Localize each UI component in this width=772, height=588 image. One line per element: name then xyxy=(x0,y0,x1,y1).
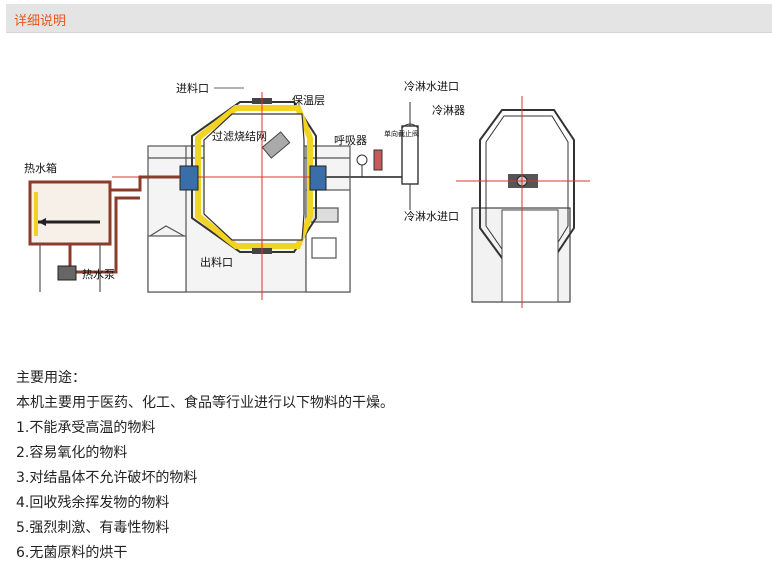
label-discharge-port: 出料口 xyxy=(200,255,233,269)
label-feed-port: 进料口 xyxy=(176,81,209,95)
side-view xyxy=(456,96,590,308)
label-hot-water-pump: 热水泵 xyxy=(82,268,115,281)
label-condenser: 冷淋器 xyxy=(432,104,465,117)
dryer-drum xyxy=(112,92,410,300)
label-filter-net: 过滤烧结网 xyxy=(212,130,267,143)
usage-item: 4.回收残余挥发物的物料 xyxy=(16,495,170,511)
usage-item: 5.强烈刺激、有毒性物料 xyxy=(16,520,170,536)
condenser-system xyxy=(326,102,419,210)
dryer-diagram: 进料口 保温层 过滤烧结网 呼吸器 单向截止阀 热水箱 热水泵 出料口 冷淋水进… xyxy=(24,80,590,308)
usage-intro: 本机主要用于医药、化工、食品等行业进行以下物料的干燥。 xyxy=(16,395,394,411)
label-insulation: 保温层 xyxy=(292,93,325,107)
label-check-valve: 单向截止阀 xyxy=(384,129,419,138)
usage-item: 1.不能承受高温的物料 xyxy=(16,420,156,436)
usage-description: 主要用途： 本机主要用于医药、化工、食品等行业进行以下物料的干燥。 1.不能承受… xyxy=(16,366,394,566)
label-hot-water-tank: 热水箱 xyxy=(24,161,57,175)
tab-detail[interactable]: 详细说明 xyxy=(14,14,67,29)
label-breather: 呼吸器 xyxy=(334,134,367,147)
hot-water-system xyxy=(28,175,180,292)
usage-item: 6.无菌原料的烘干 xyxy=(16,545,128,561)
usage-item: 3.对结晶体不允许破坏的物料 xyxy=(16,470,198,486)
label-cooling-inlet-top: 冷淋水进口 xyxy=(404,80,459,93)
usage-heading: 主要用途： xyxy=(16,370,86,386)
detail-tab-bar: 详细说明 xyxy=(6,4,772,33)
label-cooling-inlet-bottom: 冷淋水进口 xyxy=(404,210,459,223)
usage-item: 2.容易氧化的物料 xyxy=(16,445,128,461)
